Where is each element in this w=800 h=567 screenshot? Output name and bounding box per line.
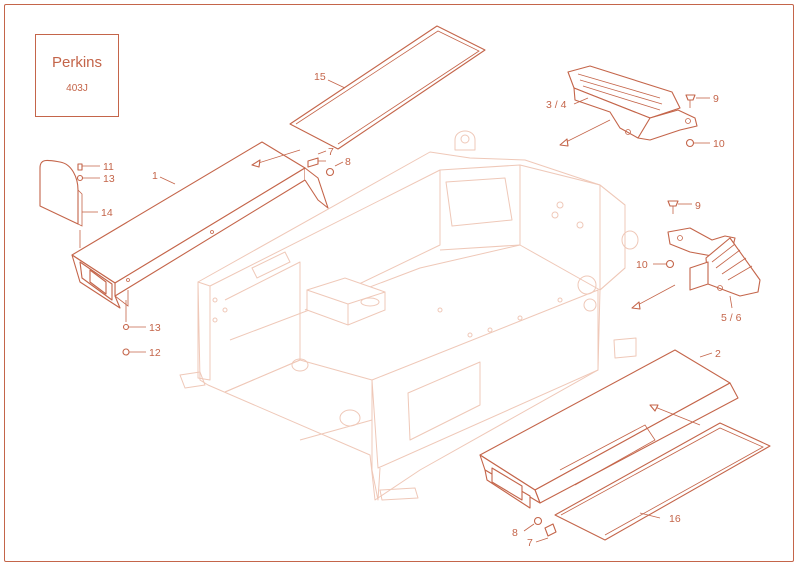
- callout-14: 14: [101, 207, 113, 219]
- callout-16: 16: [669, 513, 681, 525]
- callouts: 1 2 3 / 4 5 / 6 7 7 8 8 9 9 10 10: [82, 71, 742, 549]
- callout-9-upper: 9: [713, 93, 719, 105]
- callout-7-upper: 7: [328, 146, 334, 158]
- title-block: Perkins 403J: [35, 34, 119, 117]
- callout-12: 12: [149, 347, 161, 359]
- part-1-left-channel[interactable]: [71, 141, 329, 309]
- model-number: 403J: [66, 83, 88, 94]
- part-16-cover-plate[interactable]: [554, 422, 771, 541]
- callout-15: 15: [314, 71, 326, 83]
- callout-13-upper: 13: [103, 173, 115, 185]
- callout-13-lower: 13: [149, 322, 161, 334]
- callout-3-4: 3 / 4: [546, 99, 567, 111]
- callout-11: 11: [103, 161, 114, 173]
- assembly-arrows: [79, 119, 701, 426]
- callout-10-upper: 10: [713, 138, 725, 150]
- drawing-frame: [4, 4, 794, 562]
- chassis-frame: [179, 130, 639, 501]
- callout-9-lower: 9: [695, 200, 701, 212]
- callout-10-lower: 10: [636, 259, 648, 271]
- callout-8-lower: 8: [512, 527, 518, 539]
- callout-5-6: 5 / 6: [721, 312, 742, 324]
- callout-7-lower: 7: [527, 537, 533, 549]
- callout-8-upper: 8: [345, 156, 351, 168]
- part-15-cover-plate[interactable]: [289, 25, 486, 150]
- brand-name: Perkins: [51, 54, 103, 71]
- part-2-right-channel[interactable]: [479, 349, 739, 509]
- callout-2: 2: [715, 348, 721, 360]
- callout-1: 1: [152, 170, 158, 182]
- part-5-6-lower-step[interactable]: [667, 227, 761, 297]
- part-3-4-upper-step[interactable]: [567, 65, 698, 141]
- part-14-end-cap[interactable]: [39, 159, 83, 227]
- hardware-fasteners: [76, 94, 696, 537]
